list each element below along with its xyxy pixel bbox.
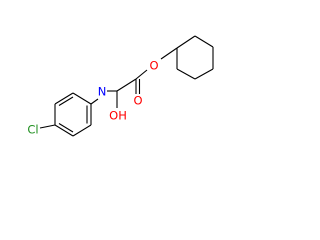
ester-oxygen-label: O xyxy=(149,59,158,73)
ester-bonds xyxy=(90,47,178,108)
chlorophenyl-ring xyxy=(39,92,92,137)
cyclohexyl-ring xyxy=(176,35,214,80)
chlorine-label: Cl xyxy=(27,123,38,137)
amide-nitrogen-label: N xyxy=(98,85,107,99)
molecule-structure: O O N OH Cl xyxy=(27,35,214,137)
hydroxyl-label: OH xyxy=(109,109,127,123)
carbonyl-oxygen-label: O xyxy=(133,94,142,108)
